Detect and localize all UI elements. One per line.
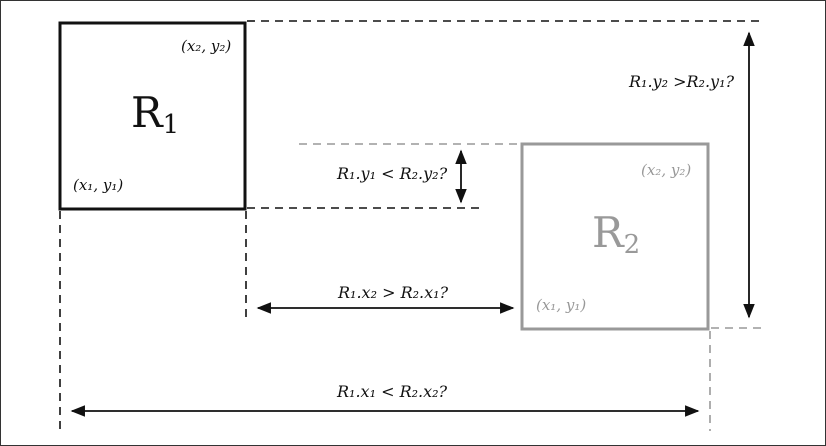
condition-y2-gt-y1: R₁.y₂ >R₂.y₁? xyxy=(628,72,734,91)
r2-bottom-corner-label: (x₁, y₁) xyxy=(536,296,586,314)
rectangle-r1 xyxy=(58,21,247,211)
r1-title: R1 xyxy=(131,88,179,140)
condition-x1-lt-x2: R₁.x₁ < R₂.x₂? xyxy=(336,382,448,401)
condition-y1-lt-y2: R₁.y₁ < R₂.y₂? xyxy=(336,164,448,183)
rectangle-r2 xyxy=(520,142,710,331)
r1-top-corner-label: (x₂, y₂) xyxy=(181,37,231,55)
r2-top-corner-label: (x₂, y₂) xyxy=(641,161,691,179)
condition-x2-gt-x1: R₁.x₂ > R₂.x₁? xyxy=(337,283,449,302)
r2-title: R2 xyxy=(592,208,640,260)
r1-bottom-corner-label: (x₁, y₁) xyxy=(73,176,123,194)
